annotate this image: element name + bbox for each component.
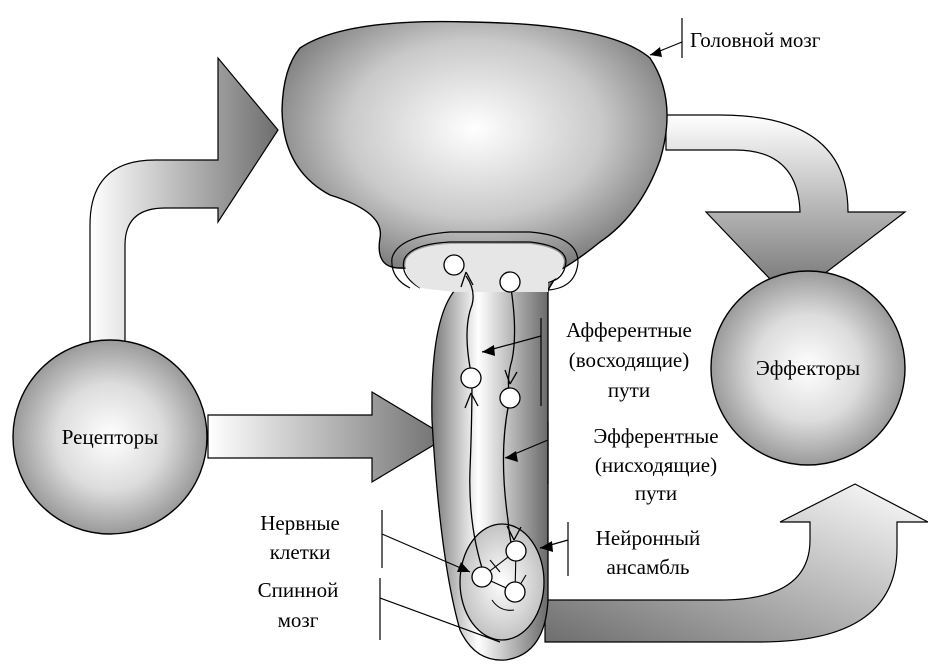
brainstem-inner-fill	[405, 244, 564, 292]
ensemble-label-line1: Нейронный	[596, 526, 701, 550]
neuron-cell	[500, 388, 520, 408]
afferent-label-line1: Афферентные	[566, 318, 692, 342]
afferent-label-line3: пути	[608, 378, 650, 402]
brain-label: Головной мозг	[690, 28, 821, 52]
spinal-cord-label-line1: Спинной	[258, 578, 339, 602]
neuron-cell	[472, 567, 492, 587]
nerve-cells-label-line2: клетки	[270, 540, 331, 564]
spinal-cord-label-line2: мозг	[278, 608, 319, 632]
efferent-label-line1: Эфферентные	[593, 424, 718, 448]
neuron-cell	[500, 272, 520, 292]
brain-pointer	[650, 47, 662, 57]
efferent-label-line2: (нисходящие)	[595, 453, 717, 477]
brain-to-effectors-arrow	[666, 115, 905, 300]
nerve-cells-label-line1: Нервные	[260, 511, 340, 535]
neuron-cell	[505, 582, 525, 602]
neuron-cell	[461, 368, 481, 388]
effectors-label: Эффекторы	[756, 356, 860, 380]
receptors-to-spinal-arrow	[208, 392, 447, 482]
neuron-cell	[444, 255, 464, 275]
receptors-label: Рецепторы	[62, 425, 159, 449]
efferent-label-line3: пути	[635, 481, 677, 505]
afferent-label-line2: (восходящие)	[569, 348, 690, 372]
neuron-cell	[506, 541, 526, 561]
ensemble-label-line2: ансамбль	[607, 555, 690, 579]
receptors-to-brain-arrow	[90, 58, 278, 342]
spinal-to-effectors-arrow	[545, 484, 928, 642]
